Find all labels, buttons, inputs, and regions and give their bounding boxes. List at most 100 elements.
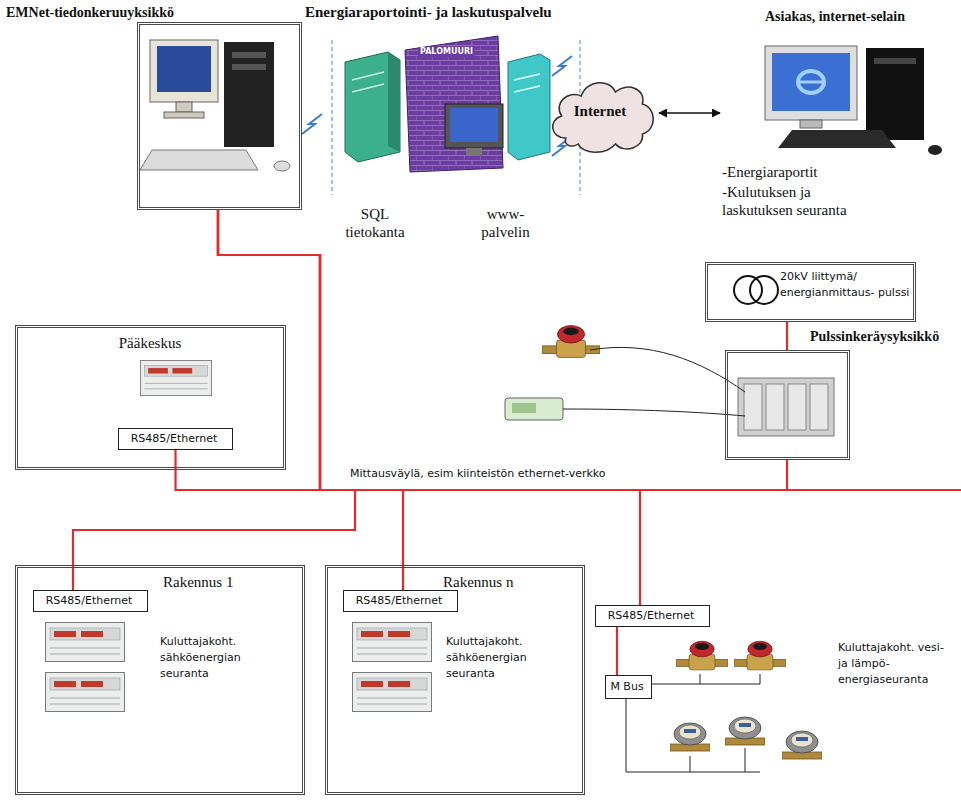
emnet-computer [176,102,192,112]
node-heading: Rakennus 1 [163,573,298,591]
pulse-collector [738,378,834,436]
emnet-computer [232,64,266,70]
emnet-computer [157,46,211,92]
node-heading: Rakennus n [443,573,578,591]
pulse-meter [512,403,536,413]
node-heading: 20kV liittymä/ energianmittaus- pulssi [780,269,912,301]
server-group [514,86,540,92]
bus-wire [786,322,788,350]
main-switchboard-box: PääkeskusRS485/Ethernet [15,325,286,470]
meter-note: Kuluttajakoht. vesi- ja lämpö- energiase… [838,640,954,688]
node-heading: Asiakas, internet-selain [765,9,955,26]
client-browser: Asiakas, internet-selain -Energiaraportit… [720,5,959,245]
node-heading: M Bus [606,680,648,694]
water-meter [676,641,728,670]
bus-label: Mittausväylä, esim kiinteistön ethernet-… [350,466,606,482]
heat-meter [670,717,822,759]
pulse-meter [505,398,563,420]
client-computer [866,48,924,140]
building-box: Rakennus n Kuluttajakoht. sähköenergian s… [325,565,585,795]
emnet-computer [232,52,266,58]
wireless-link [552,56,572,76]
bus-wire [73,210,355,590]
pulse-collector-box: Pulssinkeräysyksikkö [725,350,850,460]
mbus-wire [647,674,760,684]
server-group [405,36,503,172]
energy-meter [140,360,211,395]
heat-meter [782,731,822,759]
mbus-wire [700,674,701,684]
client-computer [765,46,942,155]
bus-wire [218,210,787,490]
rs485-gateway: RS485/Ethernet [33,590,148,612]
emnet-computer [140,150,258,170]
energy-meter [46,623,125,662]
pulse-collector [738,378,834,436]
emnet-computer [164,112,204,118]
grid-connection-box: 20kV liittymä/ energianmittaus- pulssi [705,262,916,322]
emnet-computer [140,40,290,171]
mbus-wire [690,756,691,772]
server-group [508,54,550,160]
node-text: -Energiaraportit [722,163,922,181]
server-group [345,52,400,162]
node-heading: RS485/Ethernet [596,609,706,623]
server-label: SQL tietokanta [335,205,415,241]
collector-unit-box: EMNet-tiedonkeruuyksikkö [137,22,302,210]
water-meter [676,641,786,670]
node-heading: Internet [545,102,655,120]
rs485-gateway: RS485/Ethernet [118,428,233,450]
emnet-computer [150,40,218,102]
rs485-gateway: RS485/Ethernet [343,590,458,612]
service-heading: Energiaraportointi- ja laskutuspalvelu [305,3,552,21]
node-heading: RS485/Ethernet [34,594,144,608]
pulse-collector [766,384,784,430]
heat-meter [725,717,765,745]
emnet-computer [224,42,274,147]
rs485-gateway: RS485/Ethernet [595,605,710,627]
heat-meter [670,723,710,751]
pulse-meter [542,326,600,358]
double-arrow [659,112,720,114]
transformer-symbol [750,276,778,304]
node-text: -Kulutuksen ja laskutuksen seuranta [722,183,847,219]
server-group [388,52,400,152]
firewall-label: PALOMUURI [418,47,475,57]
internet-cloud: Internet [545,68,659,158]
energy-meter [46,360,432,711]
client-computer [928,145,942,155]
client-computer [874,58,916,64]
client-computer [798,71,824,93]
node-heading: RS485/Ethernet [119,432,229,446]
pulse-meter [505,326,600,420]
pulse-collector [788,384,806,430]
mbus-box: M Bus [605,675,652,699]
server-group [352,72,384,80]
transformer-symbol [734,276,762,304]
node-text: Kuluttajakoht. sähköenergian seuranta [446,634,558,682]
client-computer [800,120,822,128]
pulse-collector [744,384,762,430]
bus-wire [218,210,403,590]
transformer-symbol [734,276,778,304]
node-heading: RS485/Ethernet [344,594,454,608]
boundary-line [331,40,333,195]
client-computer [772,53,850,111]
bus-wire [218,210,640,605]
server-label: www- palvelin [468,205,543,241]
server-group [352,84,384,92]
server-group [445,104,503,148]
pulse-wire [563,347,745,416]
emnet-computer [274,161,290,171]
node-text: Kuluttajakoht. sähköenergian seuranta [160,634,272,682]
pulse-wire [590,347,745,392]
pulse-wire [563,409,745,416]
server-group [466,148,482,156]
pulse-collector [810,384,828,430]
energy-meter [353,673,432,712]
client-computer [798,81,824,84]
bus-wire [616,627,618,675]
energy-meter [353,623,432,662]
client-computer [765,46,857,120]
